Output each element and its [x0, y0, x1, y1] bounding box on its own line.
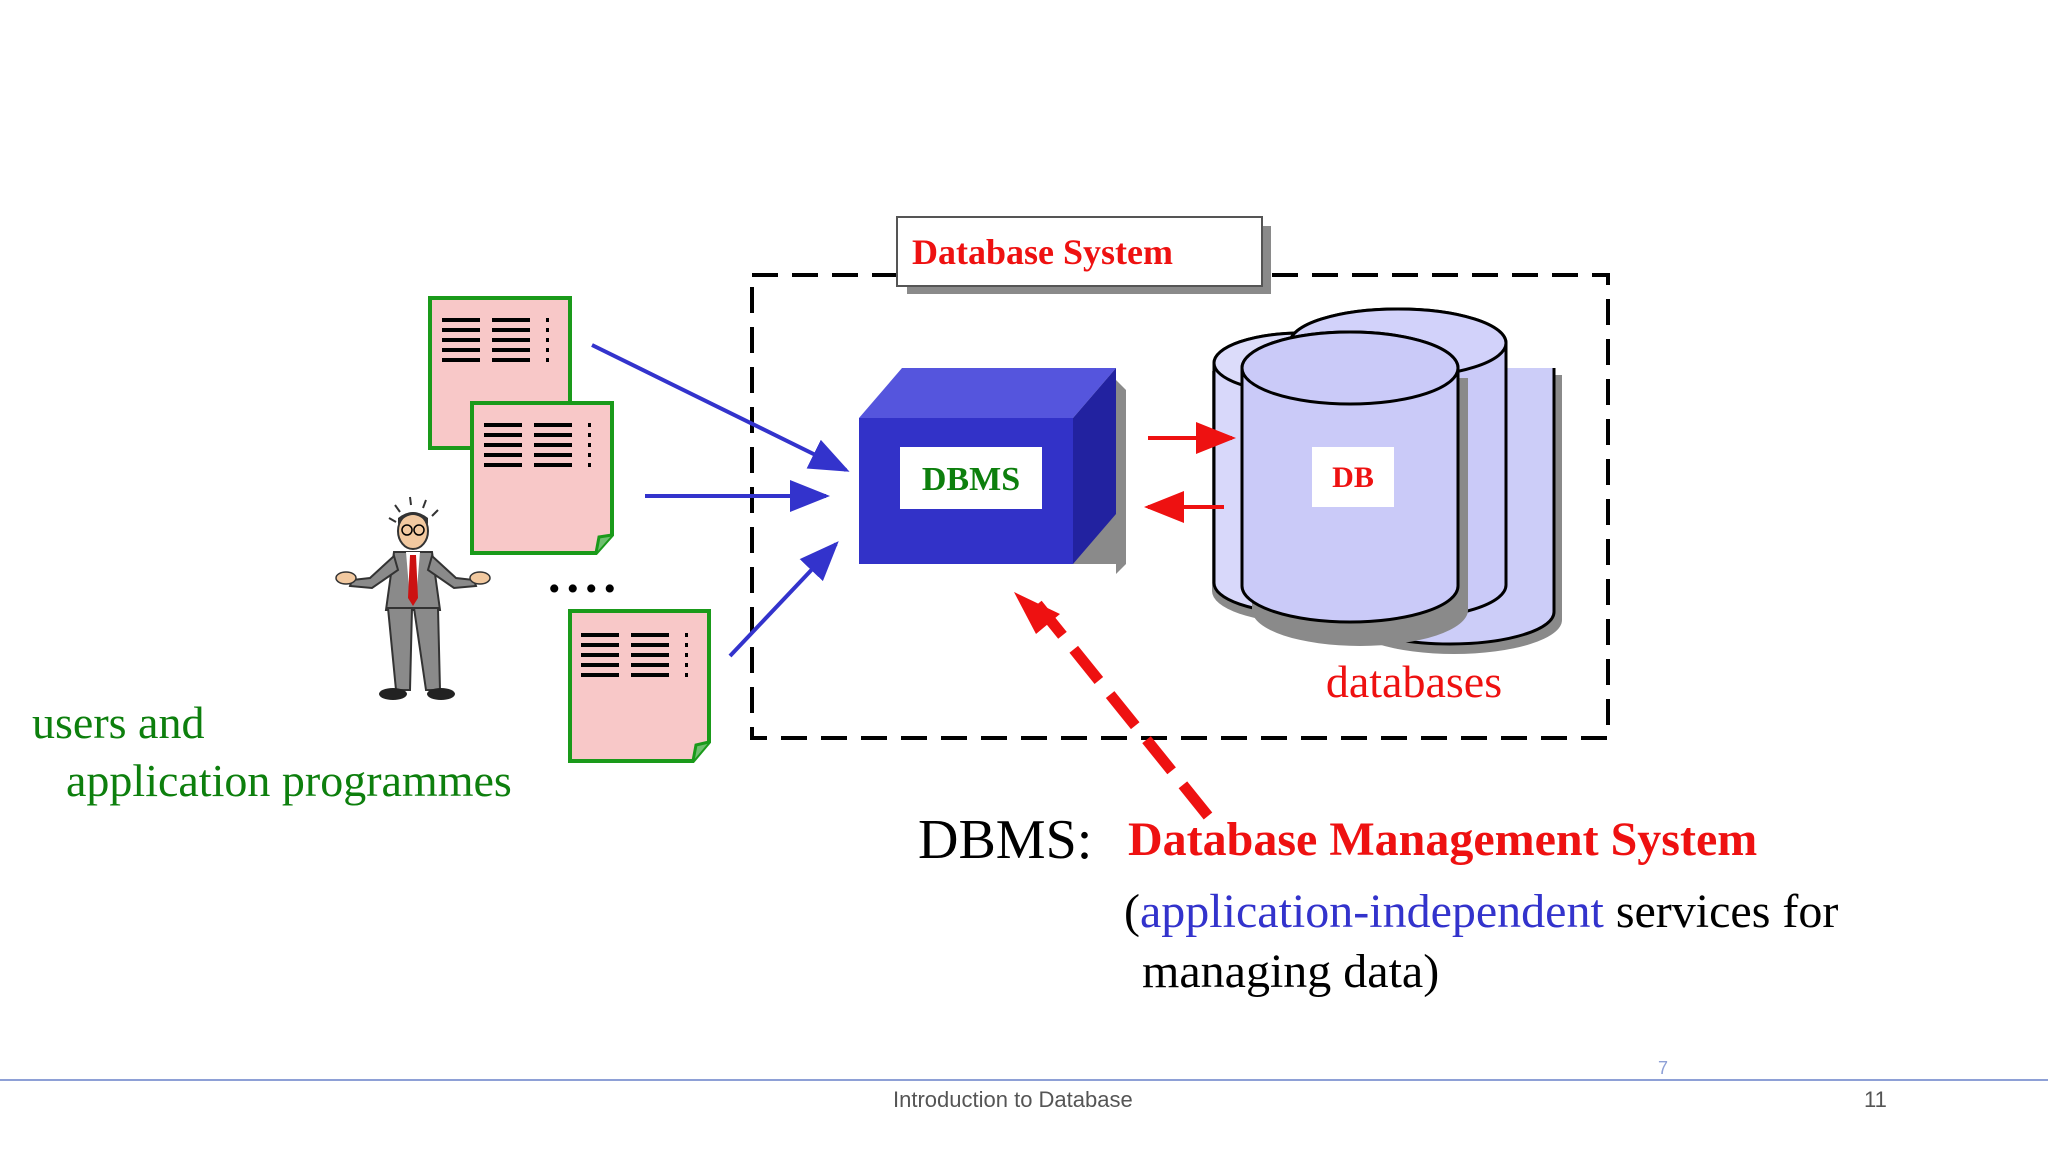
description-line2: managing data) [1142, 945, 1440, 998]
footer-title: Introduction to Database [893, 1087, 1133, 1112]
dbms-label: DBMS [922, 461, 1020, 498]
ellipsis: .... [548, 547, 622, 603]
dbms-definition-arrow [1029, 596, 1213, 820]
description-highlight: application-independent [1139, 885, 1604, 938]
database-system-label: Database System [912, 232, 1173, 272]
definition-term: DBMS: [918, 809, 1093, 871]
databases-label: databases [1326, 656, 1502, 707]
database-cylinders: DB [1212, 307, 1562, 654]
program-document-2 [470, 401, 614, 555]
footer-page-number: 11 [1864, 1087, 1887, 1112]
dbms-box: DBMS [859, 368, 1126, 574]
program-document-3 [568, 609, 711, 763]
program-3-arrow [728, 541, 839, 658]
description-open-paren: ( [1124, 885, 1140, 938]
description-rest: services for [1603, 885, 1839, 938]
users-label-line2: application programmes [66, 755, 512, 806]
users-label-line1: users and [32, 697, 205, 748]
program-1-arrow [591, 343, 850, 472]
db-label: DB [1332, 461, 1374, 494]
description-line1: (application-independent services for [1124, 884, 1838, 939]
database-system-boundary [750, 273, 1610, 740]
dbms-definition-arrowhead [1014, 592, 1060, 634]
database-system-label-box: Database System [896, 216, 1271, 294]
footer-small-number: 7 [1658, 1058, 1669, 1078]
definition-name: Database Management System [1128, 813, 1758, 866]
user-figure-icon [335, 496, 491, 700]
